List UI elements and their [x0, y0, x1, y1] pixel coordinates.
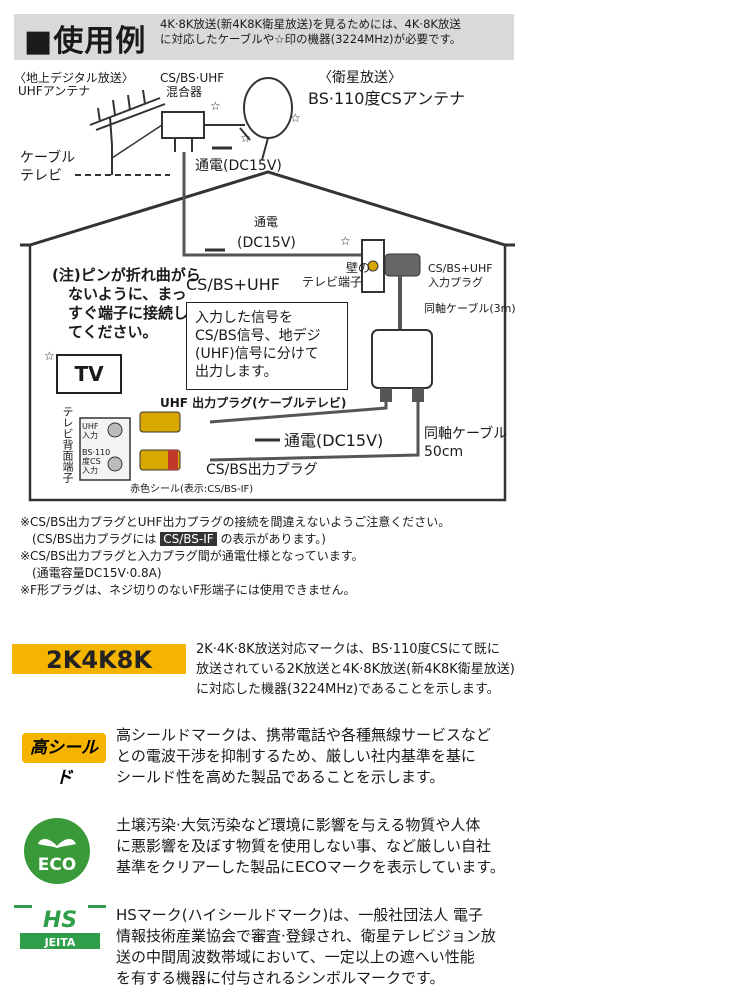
splitter-icon [371, 329, 433, 389]
feature-hs-line-2: 情報技術産業協会で審査·登録され、衛星テレビジョン放 [116, 927, 496, 945]
power-output-label: 通電(DC15V) [284, 431, 384, 450]
header-bar [14, 14, 514, 60]
star-mark: ☆ [290, 111, 301, 125]
coax-50-length: 50cm [424, 444, 464, 460]
bs-input-label: BS·110度CS入力 [82, 448, 111, 475]
red-seal-label: 赤色シール(表示:CS/BS-IF) [130, 484, 254, 495]
satellite-dish-icon [239, 77, 293, 161]
tv-back-label: テレビ背面端子 [61, 406, 74, 483]
info-box-line-4: 出力します。 [195, 364, 278, 380]
note-2: (CS/BS出力プラグには CS/BS-IF の表示があります。) [20, 531, 720, 548]
wall-terminal-label-2: テレビ端子 [302, 275, 363, 289]
note-5: ※F形プラグは、ネジ切りのないF形端子には使用できません。 [20, 583, 356, 597]
star-mark: ☆ [240, 131, 251, 145]
uhf-antenna-label-1: 〈地上デジタル放送〉 [14, 71, 134, 85]
cable-tv-label-1: ケーブル [20, 150, 76, 166]
feature-high-shield-line-1: 高シールドマークは、携帯電話や各種無線サービスなど [116, 726, 492, 744]
note-2-pre: (CS/BS出力プラグには [32, 532, 157, 546]
page-title: ■使用例 [24, 24, 147, 59]
input-plug-label-1: CS/BS+UHF [428, 262, 493, 275]
feature-hs-line-3: 送の中間周波数帯域において、一定以上の遮へい性能 [116, 948, 475, 966]
feature-high-shield-line-2: との電波干渉を抑制するため、厳しい社内基準を基に [116, 747, 476, 765]
star-mark: ☆ [340, 234, 351, 248]
feature-hs-line-4: を有する機器に付与されるシンボルマークです。 [116, 969, 445, 987]
eco-mark-icon: ECO [24, 818, 90, 884]
feature-2k4k8k-line-1: 2K·4K·8K放送対応マークは、BS·110度CSにて既に [196, 642, 500, 657]
note-2-post: の表示があります。) [220, 532, 326, 546]
coax-3m-label: 同軸ケーブル(3m) [424, 302, 516, 315]
caution-note: (注)ピンが折れ曲がら ないように、まっ すぐ端子に接続し てください。 [52, 266, 201, 342]
header-note-line2: に対応したケーブルや☆印の機器(3224MHz)が必要です。 [160, 32, 462, 46]
hs-jeita-mark-icon: HS JEITA [14, 903, 106, 951]
header-note: 4K·8K放送(新4K8K衛星放送)を見るためには、4K·8K放送 に対応したケ… [160, 17, 510, 47]
caution-line-4: てください。 [68, 323, 158, 341]
feature-high-shield-line-3: シールド性を高めた製品であることを示します。 [116, 768, 445, 786]
hs-mark-text: HS [43, 908, 77, 933]
coax-50-label: 同軸ケーブル [424, 426, 508, 442]
uhf-antenna-icon [89, 89, 166, 175]
star-mark: ☆ [44, 349, 55, 363]
tv-label: TV [74, 362, 104, 386]
caution-line-3: すぐ端子に接続し [68, 304, 189, 322]
feature-2k4k8k-text: 2K·4K·8K放送対応マークは、BS·110度CSにて既に 放送されている2K… [196, 640, 515, 700]
power-inside-label-1: 通電 [254, 215, 279, 229]
feature-eco-line-3: 基準をクリアーした製品にECOマークを表示しています。 [116, 858, 505, 876]
connection-diagram [20, 77, 515, 502]
feature-hs-line-1: HSマーク(ハイシールドマーク)は、一般社団法人 電子 [116, 906, 483, 924]
uhf-input-label: UHF入力 [82, 422, 99, 440]
info-box-line-2: CS/BS信号、地デジ [195, 328, 321, 344]
caution-line-1: (注)ピンが折れ曲がら [52, 266, 201, 284]
note-4: (通電容量DC15V·0.8A) [32, 566, 162, 580]
input-plug-label-2: 入力プラグ [428, 276, 483, 289]
caution-line-2: ないように、まっ [68, 285, 187, 303]
header-note-line1: 4K·8K放送(新4K8K衛星放送)を見るためには、4K·8K放送 [160, 17, 461, 31]
feature-2k4k8k-line-3: に対応した機器(3224MHz)であることを示します。 [196, 682, 500, 697]
2k4k8k-badge-text: 2K4K8K [46, 646, 153, 674]
uhf-output-label: UHF 出力プラグ(ケーブルテレビ) [160, 396, 347, 410]
mixer-label-2: 混合器 [166, 85, 203, 99]
info-box-line-1: 入力した信号を [195, 310, 293, 326]
note-3: ※CS/BS出力プラグと入力プラグ間が通電仕様となっています。 [20, 549, 364, 563]
satellite-label-1: 〈衛星放送〉 [318, 70, 402, 86]
jeita-text: JEITA [44, 936, 76, 949]
feature-hs-text: HSマーク(ハイシールドマーク)は、一般社団法人 電子 情報技術産業協会で審査·… [116, 905, 496, 989]
mixer-icon [161, 111, 205, 139]
info-box-line-3: (UHF)信号に分けて [195, 346, 319, 362]
feature-eco-text: 土壌汚染·大気汚染など環境に影響を与える物質や人体 に悪影響を及ぼす物質を使用し… [116, 815, 505, 878]
high-shield-badge-icon: 高シールド [22, 733, 106, 788]
feature-2k4k8k-line-2: 放送されている2K放送と4K·8K放送(新4K8K衛星放送) [196, 662, 515, 677]
uhf-antenna-label-2: UHFアンテナ [18, 84, 91, 98]
notes: ※CS/BS出力プラグとUHF出力プラグの接続を間違えないようご注意ください。 … [20, 514, 720, 599]
feature-high-shield-text: 高シールドマークは、携帯電話や各種無線サービスなど との電波干渉を抑制するため、… [116, 725, 491, 788]
eco-mark-text: ECO [38, 855, 77, 875]
star-mark: ☆ [210, 99, 221, 113]
power-outside-label: 通電(DC15V) [195, 158, 282, 174]
satellite-label-2: BS·110度CSアンテナ [308, 89, 466, 108]
tv-icon: TV [56, 354, 122, 394]
info-box: 入力した信号を CS/BS信号、地デジ (UHF)信号に分けて 出力します。 [186, 302, 348, 390]
feature-eco-line-1: 土壌汚染·大気汚染など環境に影響を与える物質や人体 [116, 816, 481, 834]
note-1: ※CS/BS出力プラグとUHF出力プラグの接続を間違えないようご注意ください。 [20, 515, 451, 529]
cable-tv-label-2: テレビ [20, 168, 62, 184]
mixer-label-1: CS/BS·UHF [160, 71, 225, 85]
power-inside-label-2: (DC15V) [237, 235, 296, 251]
csbs-output-label: CS/BS出力プラグ [206, 462, 318, 478]
2k4k8k-badge-icon: 2K4K8K [12, 644, 186, 674]
csbs-if-tag: CS/BS-IF [160, 532, 217, 546]
wall-terminal-label-1: 壁の [346, 261, 371, 275]
signal-label: CS/BS+UHF [186, 275, 280, 294]
feature-eco-line-2: に悪影響を及ぼす物質を使用しない事、など厳しい自社 [116, 837, 492, 855]
